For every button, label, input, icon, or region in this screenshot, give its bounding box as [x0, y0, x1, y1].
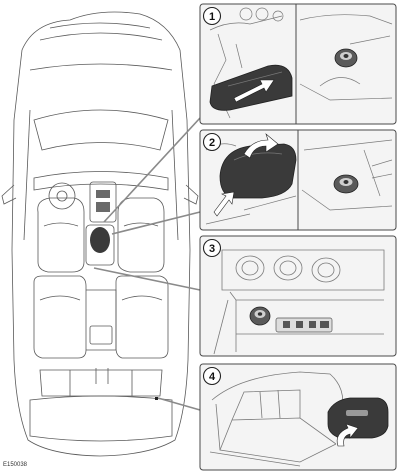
flip-arrow-icon [336, 423, 359, 447]
leader-line-1 [103, 117, 201, 223]
leader-line-2 [111, 211, 201, 235]
socket-icon [334, 48, 358, 68]
socket-icon [249, 306, 271, 326]
car-top-view [1, 11, 199, 457]
leader-line-3 [93, 267, 201, 291]
panel-1: 1 [199, 3, 397, 125]
leader-lines [93, 117, 201, 411]
arrow-icon [213, 191, 235, 217]
leader-line-4 [157, 397, 201, 411]
figure-reference-code: E150038 [3, 462, 28, 468]
panel-number-badge-4: 4 [202, 366, 222, 386]
panel-3: 3 [199, 235, 397, 357]
panel-4: 4 [199, 363, 397, 471]
panel-number-badge-1: 1 [202, 6, 222, 26]
panel-2: 2 [199, 129, 397, 231]
panel-number-badge-3: 3 [202, 238, 222, 258]
panel-number-1: 1 [209, 11, 215, 23]
panel-number-badge-2: 2 [202, 132, 222, 152]
panel-number-4: 4 [209, 371, 216, 383]
panel-number-2: 2 [209, 137, 215, 149]
flip-arrow-icon [243, 133, 279, 159]
socket-icon [333, 174, 359, 194]
panel-number-3: 3 [209, 243, 215, 255]
socket-cover-4 [327, 397, 389, 439]
arrow-icon [233, 79, 275, 103]
socket-cover-1 [209, 64, 293, 111]
